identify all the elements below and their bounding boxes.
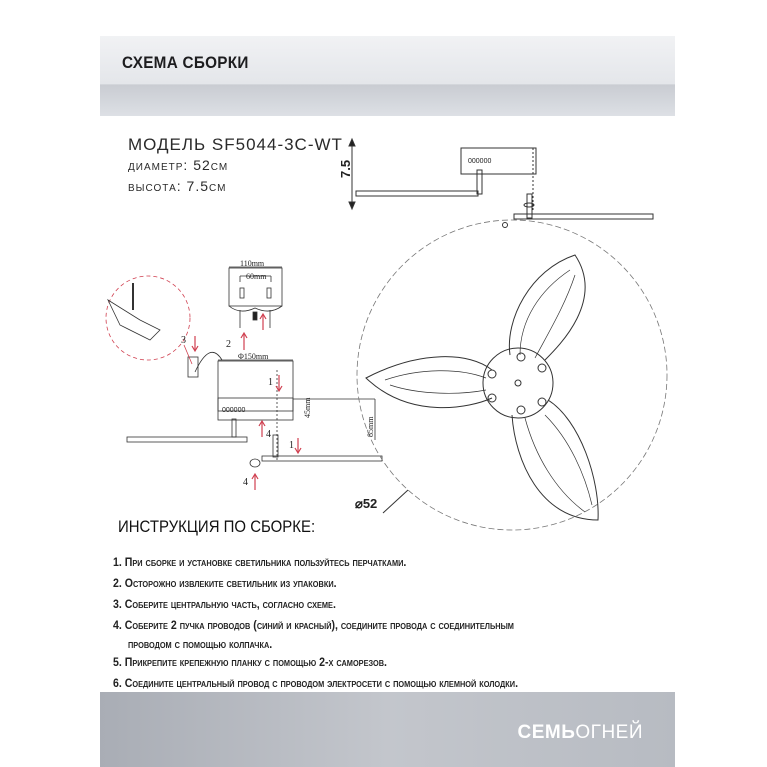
height-mark: 7.5 — [338, 160, 353, 178]
instruction-sheet — [100, 0, 675, 767]
top-view-drawing — [356, 219, 668, 531]
brand-bold: СЕМЬ — [517, 722, 576, 743]
plate-width-label: 110mm — [240, 259, 265, 268]
led-marking-2: 000000 — [222, 407, 245, 414]
base-diameter-label: Φ150mm — [238, 352, 269, 361]
total-height-label: 85mm — [366, 416, 375, 437]
step-number-1: 1 — [268, 377, 273, 388]
base-height-label: 45mm — [303, 397, 312, 418]
brand-logo: СЕМЬОГНЕЙ — [517, 722, 643, 744]
mounting-drawing — [105, 266, 383, 468]
step-number-4b: 4 — [243, 477, 248, 488]
assembly-arrows — [191, 312, 302, 490]
instruction-step: 6. Соедините центральный провод с провод… — [113, 678, 519, 690]
instruction-step: 1. При сборке и установке светильника по… — [113, 557, 407, 569]
instructions-title: ИНСТРУКЦИЯ ПО СБОРКЕ: — [118, 517, 316, 536]
instruction-step: 4. Соберите 2 пучка проводов (синий и кр… — [113, 620, 514, 632]
diameter-mark: ⌀52 — [355, 496, 377, 511]
instruction-step-continued: проводом с помощью колпачка. — [128, 639, 273, 651]
step-number-3: 3 — [181, 335, 186, 346]
step-number-4: 4 — [266, 429, 271, 440]
hole-spacing-label: 60mm — [246, 272, 267, 281]
instruction-step: 3. Соберите центральную часть, согласно … — [113, 599, 336, 611]
instruction-step: 5. Прикрепите крепежную планку с помощью… — [113, 657, 387, 669]
footer-banner: СЕМЬОГНЕЙ — [100, 692, 675, 767]
page-title: СХЕМА СБОРКИ — [122, 53, 249, 72]
led-marking: 000000 — [468, 158, 491, 165]
model-name: МОДЕЛЬ SF5044-3C-WT — [128, 135, 343, 154]
step-number-1b: 1 — [289, 440, 294, 451]
header-banner: СХЕМА СБОРКИ — [100, 36, 675, 116]
brand-light: ОГНЕЙ — [575, 722, 643, 743]
side-profile-drawing — [348, 137, 654, 228]
instruction-step: 2. Осторожно извлеките светильник из упа… — [113, 578, 337, 590]
step-number-2: 2 — [226, 339, 231, 350]
diameter-spec: диаметр: 52см — [128, 157, 229, 173]
height-spec: высота: 7.5см — [128, 178, 227, 194]
